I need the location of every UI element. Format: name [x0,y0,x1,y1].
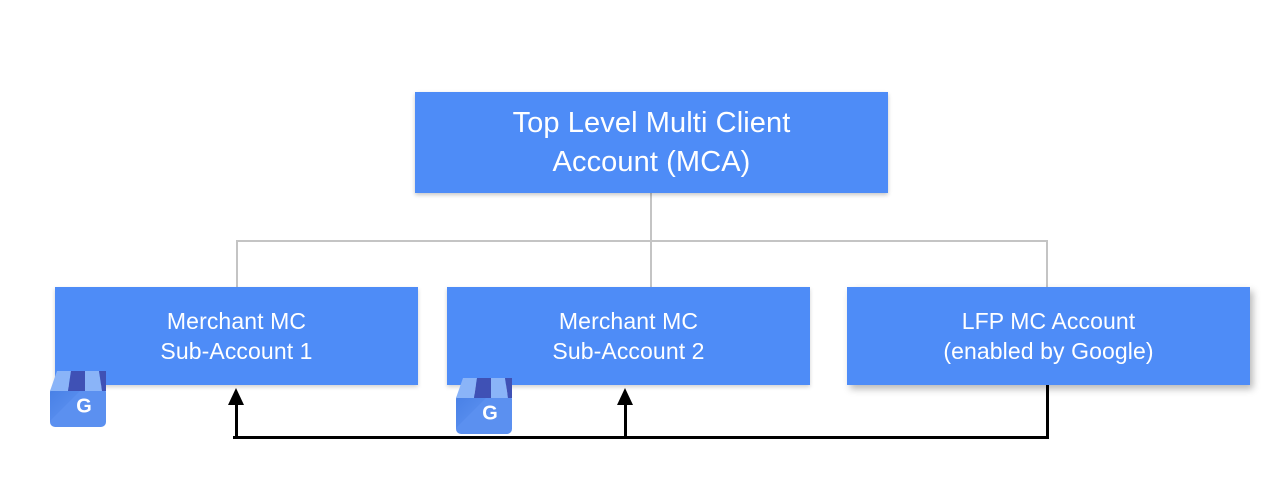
node-lfp-mc-account-label: LFP MC Account (enabled by Google) [943,307,1154,364]
svg-text:G: G [76,395,92,417]
google-business-profile-icon: G [50,371,106,427]
feedback-riser-to-sub1 [235,400,238,438]
feedback-riser-to-sub2 [624,400,627,438]
svg-text:G: G [482,402,498,424]
node-merchant-sub-account-2[interactable]: Merchant MC Sub-Account 2 [447,287,810,385]
connector-horizontal-bus [236,240,1048,242]
feedback-horizontal-line [233,436,1049,439]
node-merchant-sub-account-1[interactable]: Merchant MC Sub-Account 1 [55,287,418,385]
connector-mca-stem [650,193,652,242]
connector-drop-sub1 [236,240,238,288]
arrowhead-icon-sub2 [617,388,633,405]
node-merchant-sub-account-2-label: Merchant MC Sub-Account 2 [552,307,705,364]
node-merchant-sub-account-1-label: Merchant MC Sub-Account 1 [160,307,313,364]
node-top-level-mca[interactable]: Top Level Multi Client Account (MCA) [415,92,888,193]
google-business-profile-icon: G [456,378,512,434]
node-top-level-mca-label: Top Level Multi Client Account (MCA) [512,107,791,178]
connector-drop-sub2 [650,240,652,288]
feedback-riser-from-lfp [1046,385,1049,439]
connector-drop-lfp [1046,240,1048,288]
arrowhead-icon-sub1 [228,388,244,405]
node-lfp-mc-account[interactable]: LFP MC Account (enabled by Google) [847,287,1250,385]
